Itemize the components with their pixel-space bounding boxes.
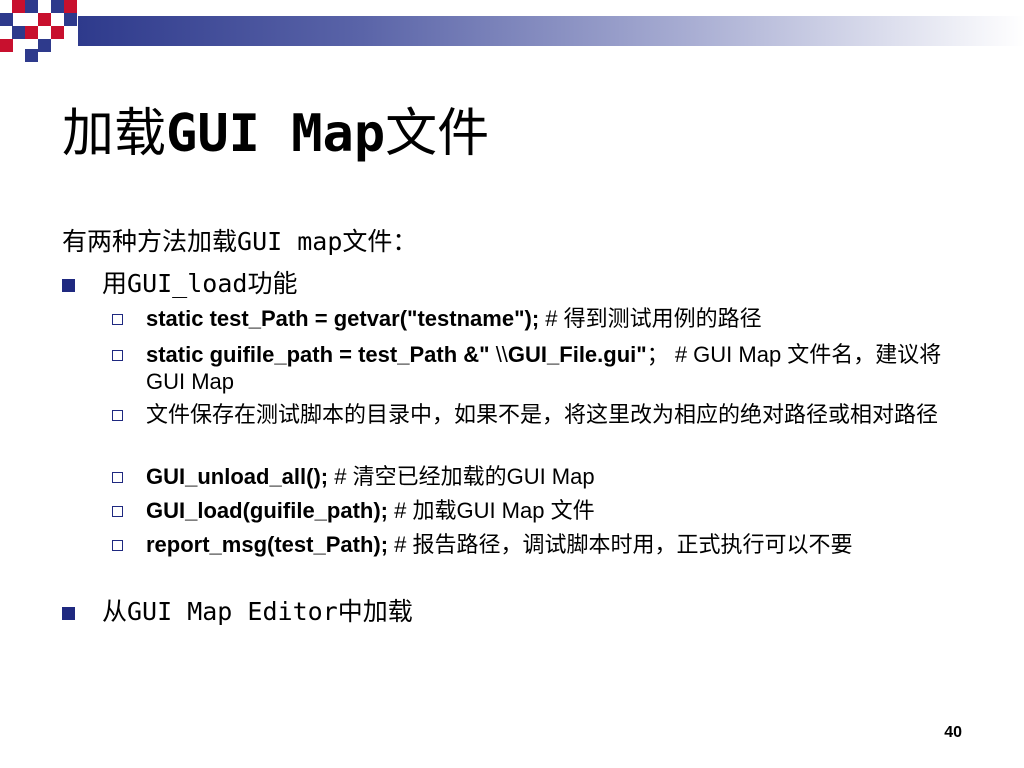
bullet-suffix: 功能	[247, 269, 298, 298]
comment-text: ； # GUI Map 文件名，建议将GUI Map	[146, 342, 942, 394]
sub-bullet-gui-load-call: GUI_load(guifile_path); # 加载GUI Map 文件	[112, 498, 942, 525]
sub-bullet-guifile-path: static guifile_path = test_Path &" \\GUI…	[112, 342, 942, 396]
intro-prefix: 有两种方法加载	[62, 227, 238, 256]
code-text-2: GUI_File.gui"	[507, 342, 647, 367]
sub-bullet-getvar: static test_Path = getvar("testname"); #…	[112, 306, 942, 333]
bullet-prefix: 用	[102, 269, 128, 298]
checker-decoration	[0, 0, 77, 62]
bullet-code: 从GUI Map Editor	[102, 597, 338, 626]
hollow-square-bullet-icon	[112, 350, 123, 361]
sub-bullet-file-location: 文件保存在测试脚本的目录中，如果不是，将这里改为相应的绝对路径或相对路径	[112, 402, 942, 429]
page-number: 40	[944, 724, 962, 741]
code-separator: \\	[489, 342, 508, 367]
slide-title: 加载GUI Map文件	[62, 98, 489, 170]
title-code: GUI Map	[166, 104, 386, 164]
code-text: GUI_load(guifile_path);	[146, 498, 388, 523]
hollow-square-bullet-icon	[112, 540, 123, 551]
comment-text: 文件保存在测试脚本的目录中，如果不是，将这里改为相应的绝对路径或相对路径	[146, 402, 939, 427]
hollow-square-bullet-icon	[112, 314, 123, 325]
intro-code: GUI map	[237, 227, 343, 256]
bullet-code: GUI_load	[127, 269, 248, 298]
bullet-suffix: 中加载	[337, 597, 413, 626]
intro-suffix: 文件：	[342, 227, 418, 256]
intro-line: 有两种方法加载GUI map文件：	[62, 224, 417, 260]
comment-text: # 清空已经加载的GUI Map	[328, 464, 595, 489]
header-gradient-bar	[78, 16, 1024, 46]
hollow-square-bullet-icon	[112, 472, 123, 483]
code-text: static guifile_path = test_Path &"	[146, 342, 490, 367]
code-text: report_msg(test_Path);	[146, 532, 389, 557]
code-text: GUI_unload_all();	[146, 464, 329, 489]
square-bullet-icon	[62, 607, 75, 620]
title-suffix: 文件	[385, 104, 490, 164]
comment-text: # 得到测试用例的路径	[539, 306, 762, 331]
comment-text: # 报告路径，调试脚本时用，正式执行可以不要	[388, 532, 853, 557]
title-prefix: 加载	[62, 104, 167, 164]
hollow-square-bullet-icon	[112, 410, 123, 421]
hollow-square-bullet-icon	[112, 506, 123, 517]
sub-bullet-report-msg: report_msg(test_Path); # 报告路径，调试脚本时用，正式执…	[112, 532, 942, 559]
code-text: static test_Path = getvar("testname");	[146, 306, 540, 331]
sub-bullet-unload-all: GUI_unload_all(); # 清空已经加载的GUI Map	[112, 464, 942, 491]
comment-text: # 加载GUI Map 文件	[388, 498, 595, 523]
square-bullet-icon	[62, 279, 75, 292]
